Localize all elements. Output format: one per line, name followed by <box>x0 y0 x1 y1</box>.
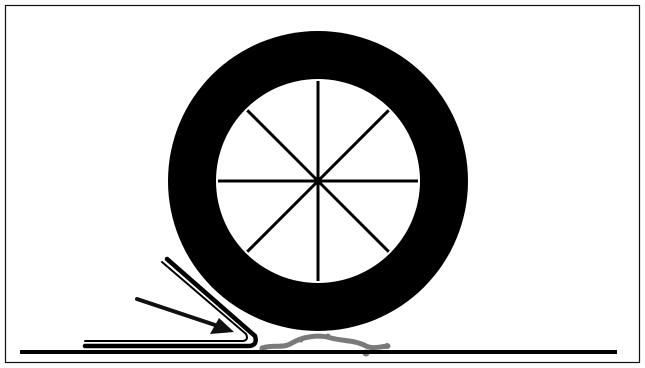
spoke <box>316 179 390 253</box>
outer-border <box>4 4 641 364</box>
direction-arrow <box>135 297 234 334</box>
debris-particle <box>384 343 390 349</box>
spoke <box>316 109 390 183</box>
arrow-head <box>210 318 234 334</box>
spokes <box>218 81 418 281</box>
arrow-shaft <box>135 297 220 328</box>
wheel <box>168 31 468 331</box>
scraper-blade <box>82 256 258 349</box>
debris-smear <box>259 333 391 351</box>
spoke <box>246 109 320 183</box>
scraper <box>82 256 258 349</box>
debris-particle <box>298 337 304 343</box>
debris-particle <box>325 333 331 339</box>
spoke <box>246 179 320 253</box>
debris-particle <box>278 343 284 349</box>
scraper-blade-inner-edge <box>84 261 248 342</box>
debris-particle <box>345 338 351 344</box>
